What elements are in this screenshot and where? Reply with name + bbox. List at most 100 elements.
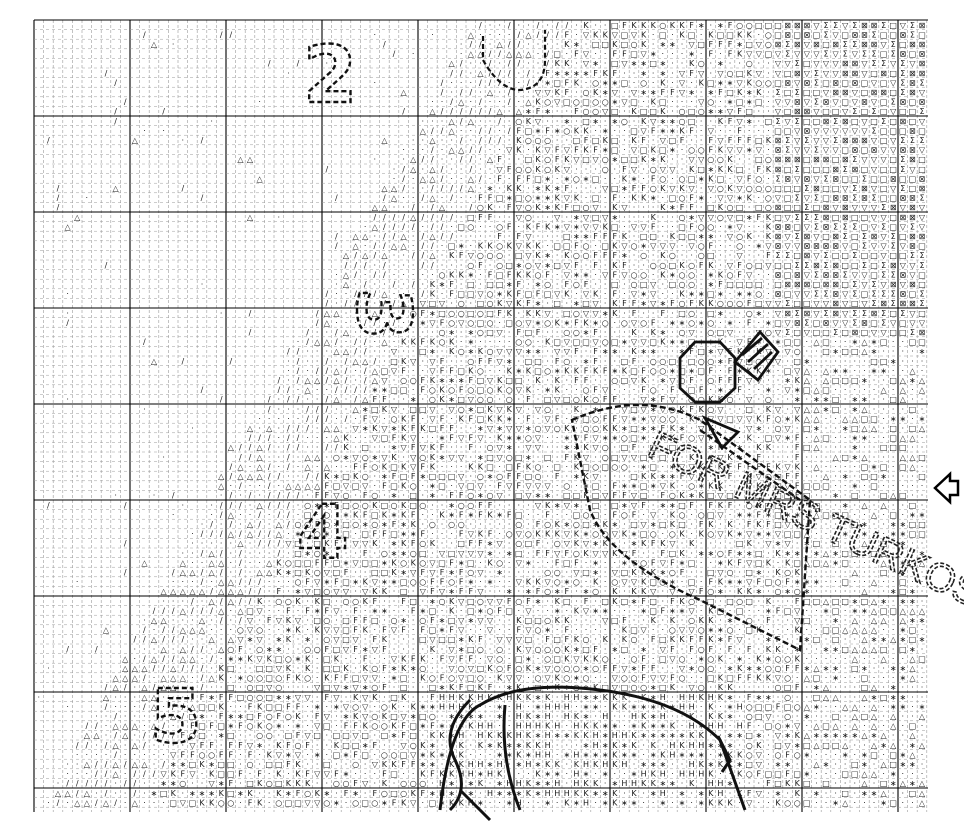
stitch-symbol: □ [774,184,782,193]
stitch-symbol: ∗ [736,578,743,587]
stitch-symbol: · [441,520,444,529]
stitch-symbol: ○ [371,462,378,471]
stitch-symbol: · [201,520,204,529]
stitch-symbol: / [287,386,290,395]
stitch-symbol: ⊠ [803,251,810,260]
stitch-symbol: / [460,69,463,78]
stitch-symbol: ▽ [804,98,811,107]
stitch-symbol: □ [889,443,897,452]
stitch-symbol: · [383,597,386,606]
stitch-symbol: · [719,50,722,59]
stitch-symbol: / [402,165,405,174]
stitch-symbol: ⊠ [890,261,897,270]
stitch-symbol: □ [918,165,926,174]
stitch-symbol: □ [889,213,897,222]
stitch-symbol: ○ [746,184,753,193]
stitch-symbol: · [210,683,213,692]
stitch-symbol: □ [765,501,773,510]
stitch-symbol: K [756,654,762,663]
stitch-symbol: · [345,395,348,404]
stitch-symbol: · [383,491,386,500]
stitch-symbol: △ [199,616,206,625]
stitch-symbol: K [670,683,676,692]
stitch-symbol: △ [257,453,264,462]
stitch-symbol: / [268,443,271,452]
stitch-symbol: ∗ [640,299,647,308]
stitch-symbol: · [230,626,233,635]
stitch-symbol: ▽ [689,606,696,615]
stitch-symbol: F [392,472,397,481]
stitch-symbol: ∗ [832,558,839,567]
stitch-symbol: ▽ [881,280,888,289]
stitch-symbol: / [431,155,434,164]
stitch-symbol: ▽ [871,213,878,222]
stitch-symbol: F [689,347,694,356]
stitch-symbol: F [420,338,425,347]
stitch-symbol: ∗ [679,347,686,356]
stitch-symbol: □ [448,635,456,644]
stitch-symbol: □ [899,40,907,49]
stitch-symbol: □ [381,366,389,375]
stitch-symbol: · [182,683,185,692]
stitch-symbol: ○ [381,549,388,558]
stitch-symbol: F [555,357,560,366]
stitch-symbol: · [738,472,741,481]
stitch-symbol: ▽ [708,414,715,423]
stitch-symbol: · [191,539,194,548]
stitch-symbol: ▽ [391,347,398,356]
stitch-symbol: ○ [544,366,551,375]
stitch-symbol: □ [678,501,686,510]
stitch-symbol: F [516,126,521,135]
stitch-symbol: · [585,40,588,49]
stitch-symbol: ○ [583,386,590,395]
stitch-symbol: □ [793,357,801,366]
stitch-symbol: ○ [295,578,302,587]
stitch-symbol: · [556,491,559,500]
stitch-symbol: · [508,155,511,164]
stitch-symbol: · [585,616,588,625]
stitch-symbol: ∗ [823,606,830,615]
stitch-symbol: F [699,635,704,644]
stitch-symbol: · [681,482,684,491]
stitch-symbol: ⊠ [813,40,820,49]
stitch-symbol: ▽ [573,654,580,663]
stitch-symbol: · [623,194,626,203]
stitch-symbol: · [777,376,780,385]
stitch-symbol: K [795,654,801,663]
stitch-symbol: · [767,174,770,183]
stitch-symbol: F [612,482,617,491]
stitch-symbol: K [315,597,321,606]
stitch-symbol: ▽ [737,251,744,260]
stitch-symbol: F [612,251,617,260]
stitch-symbol: · [758,645,761,654]
stitch-symbol: ∗ [285,626,292,635]
stitch-symbol: F [507,472,512,481]
stitch-symbol: / [489,50,492,59]
stitch-symbol: F [680,136,685,145]
stitch-symbol: ∗ [746,146,753,155]
stitch-symbol: K [276,568,282,577]
stitch-symbol: ∗ [707,232,714,241]
stitch-symbol: · [508,539,511,548]
stitch-symbol: F [324,482,329,491]
stitch-symbol: · [767,270,770,279]
stitch-symbol: □ [889,395,897,404]
stitch-symbol: □ [784,126,792,135]
stitch-symbol: · [825,539,828,548]
stitch-symbol: · [393,174,396,183]
stitch-symbol: · [412,50,415,59]
stitch-symbol: · [662,290,665,299]
stitch-symbol: ▽ [794,405,801,414]
stitch-symbol: F [651,664,656,673]
stitch-symbol: · [873,520,876,529]
stitch-symbol: □ [822,40,830,49]
stitch-symbol: / [498,117,501,126]
stitch-symbol: □ [803,117,811,126]
stitch-symbol: · [575,597,578,606]
stitch-symbol: □ [889,194,897,203]
stitch-symbol: ∗ [698,654,705,663]
stitch-symbol: K [631,328,637,337]
stitch-symbol: ○ [554,664,561,673]
stitch-symbol: □ [889,606,897,615]
stitch-symbol: ∗ [736,530,743,539]
